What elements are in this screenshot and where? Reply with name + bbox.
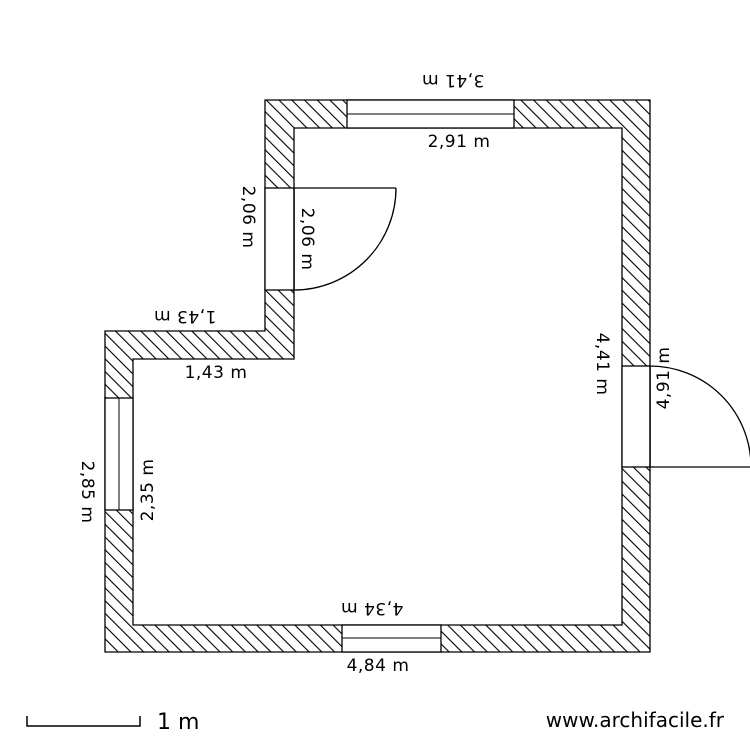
scale-bar (26, 716, 141, 727)
dim-top-inner: 2,91 m (428, 132, 491, 152)
dim-bottom-inner: 4,34 m (341, 598, 404, 618)
dim-left-outer: 2,85 m (77, 461, 97, 524)
left-window (104, 397, 134, 511)
bottom-window (341, 624, 442, 653)
scale-label: 1 m (157, 710, 199, 735)
top-window (346, 99, 515, 129)
right-door (621, 365, 750, 468)
upper-left-door (264, 187, 397, 291)
dim-right-outer: 4,91 m (654, 347, 674, 410)
credit-text: www.archifacile.fr (546, 708, 725, 732)
dim-bottom-outer: 4,84 m (347, 656, 410, 676)
dim-left-inner: 2,35 m (138, 459, 158, 522)
dim-upper-left-inner: 2,06 m (297, 208, 317, 271)
dim-step-outer: 1,43 m (154, 306, 217, 326)
wall-band (104, 99, 651, 653)
dim-step-inner: 1,43 m (185, 363, 248, 383)
dim-top-outer: 3,41 m (422, 70, 485, 90)
dim-right-inner: 4,41 m (592, 333, 612, 396)
dim-upper-left-outer: 2,06 m (238, 186, 258, 249)
